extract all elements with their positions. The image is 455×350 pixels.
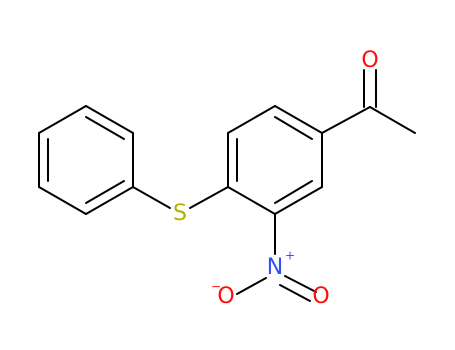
nitro-oxygen-right-label: O bbox=[312, 284, 329, 309]
acetyl-group bbox=[321, 69, 416, 134]
phenyl-bond-5 bbox=[85, 105, 134, 134]
nitro-oxygen-left-charge: − bbox=[211, 280, 221, 294]
bond-nitrogen-oxygen-left bbox=[236, 277, 267, 295]
ring-bond-1 bbox=[274, 105, 323, 134]
sulfur-label: S bbox=[173, 201, 187, 226]
bond-nitrogen-oxygen-right-a bbox=[284, 275, 317, 293]
phenyl-bond-4 bbox=[38, 105, 87, 134]
nitro-oxygen-left-label: O bbox=[217, 284, 234, 309]
phenyl-bond-1 bbox=[85, 186, 134, 215]
ring-bond-5 bbox=[274, 186, 323, 215]
bond-acetyl-c-ring bbox=[321, 106, 371, 134]
ring-bond-2 bbox=[227, 105, 276, 134]
phenyl-inner-bond-c bbox=[85, 116, 125, 140]
phenyl-bond-2 bbox=[38, 186, 87, 215]
thioether-link bbox=[132, 186, 229, 209]
bond-sulfur-phenyl bbox=[132, 186, 171, 209]
ring-bond-4 bbox=[227, 186, 276, 215]
nitro-nitrogen-charge: + bbox=[285, 249, 295, 263]
bond-ring-sulfur bbox=[189, 186, 229, 209]
nitro-nitrogen-label: N bbox=[267, 255, 283, 280]
central-benzene-ring bbox=[227, 105, 323, 215]
ring-inner-bond-c bbox=[274, 180, 313, 204]
phenyl-inner-bond-a bbox=[85, 180, 125, 204]
bond-nitrogen-oxygen-right-b bbox=[279, 284, 311, 302]
bond-acetyl-c-methyl bbox=[369, 106, 416, 134]
phenyl-ring bbox=[38, 105, 134, 215]
nitro-group bbox=[236, 213, 317, 302]
ring-inner-bond-a bbox=[274, 116, 313, 140]
carbonyl-oxygen-label: O bbox=[361, 48, 378, 73]
